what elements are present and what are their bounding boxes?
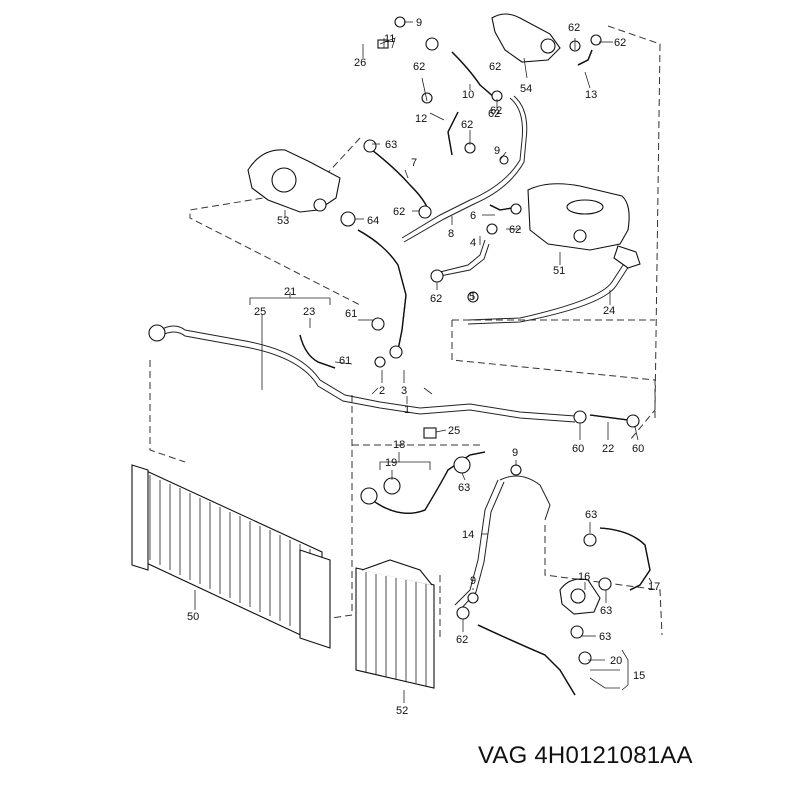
callout-25-left: 25 xyxy=(254,306,266,318)
callout-26: 26 xyxy=(354,57,366,69)
callout-61-top: 61 xyxy=(345,308,357,320)
auxiliary-pump xyxy=(559,578,601,615)
callout-63-top: 63 xyxy=(385,139,397,151)
callout-62-right-mid: 62 xyxy=(509,224,521,236)
main-radiator xyxy=(131,464,331,649)
expansion-tank xyxy=(527,183,641,269)
callout-62-bottom: 62 xyxy=(456,634,468,646)
callout-62-middle-top: 62 xyxy=(489,61,501,73)
callout-2: 2 xyxy=(379,385,385,397)
callout-62-tank-top: 62 xyxy=(568,22,580,34)
callout-9-bottom: 9 xyxy=(470,575,476,587)
callout-60-left: 60 xyxy=(572,443,584,455)
callout-62-upper-mid: 62 xyxy=(488,108,500,120)
callout-1: 1 xyxy=(404,404,410,416)
callout-8: 8 xyxy=(448,228,454,240)
callout-62-left: 62 xyxy=(413,61,425,73)
callout-63-bottom: 63 xyxy=(599,631,611,643)
callout-23: 23 xyxy=(303,306,315,318)
callout-17: 17 xyxy=(648,581,660,593)
callout-25-lower: 25 xyxy=(448,425,460,437)
callout-4: 4 xyxy=(470,237,476,249)
callout-63-right: 63 xyxy=(585,509,597,521)
callout-54: 54 xyxy=(520,83,532,95)
callout-10: 10 xyxy=(462,89,474,101)
callout-14: 14 xyxy=(462,529,474,541)
auxiliary-radiator xyxy=(355,559,435,689)
dotted-hoses xyxy=(299,49,651,696)
callout-51: 51 xyxy=(553,265,565,277)
callout-9-mid: 9 xyxy=(494,145,500,157)
clamps-and-fittings xyxy=(148,16,640,665)
callout-63-lower: 63 xyxy=(600,605,612,617)
callout-62-center: 62 xyxy=(461,119,473,131)
callout-9-lower: 9 xyxy=(512,447,518,459)
callout-19: 19 xyxy=(385,457,397,469)
callout-53: 53 xyxy=(277,215,289,227)
callout-50: 50 xyxy=(187,611,199,623)
callout-60-right: 60 xyxy=(632,443,644,455)
callout-21: 21 xyxy=(284,286,296,298)
callout-13: 13 xyxy=(585,89,597,101)
callout-20: 20 xyxy=(610,655,622,667)
callout-15: 15 xyxy=(633,670,645,682)
part-number-caption: VAG 4H0121081AA xyxy=(478,742,693,769)
bracket xyxy=(491,13,561,63)
leader-lines xyxy=(194,21,653,703)
callout-22: 22 xyxy=(602,443,614,455)
coolant-pipes xyxy=(159,95,630,610)
callout-18: 18 xyxy=(393,439,405,451)
callout-7: 7 xyxy=(411,157,417,169)
callout-16: 16 xyxy=(578,571,590,583)
thermostat-housing xyxy=(247,149,341,213)
components xyxy=(131,13,641,689)
callout-9-top: 9 xyxy=(416,17,422,29)
callout-61-bottom: 61 xyxy=(339,355,351,367)
callout-62-left-mid: 62 xyxy=(393,206,405,218)
callout-62-lower-left: 62 xyxy=(430,293,442,305)
callout-64: 64 xyxy=(367,215,379,227)
callout-52: 52 xyxy=(396,705,408,717)
callout-5: 5 xyxy=(469,291,475,303)
callout-6: 6 xyxy=(470,210,476,222)
callout-3: 3 xyxy=(401,385,407,397)
callout-24: 24 xyxy=(603,305,615,317)
callout-12: 12 xyxy=(415,113,427,125)
callout-11: 11 xyxy=(384,33,395,45)
callout-62-lower-mid: 62 xyxy=(490,105,502,117)
callout-63-middle: 63 xyxy=(458,482,470,494)
callout-62-top-right: 62 xyxy=(614,37,626,49)
callout-labels: 9 11 26 62 10 54 62 62 13 62 12 62 62 62… xyxy=(187,17,660,717)
